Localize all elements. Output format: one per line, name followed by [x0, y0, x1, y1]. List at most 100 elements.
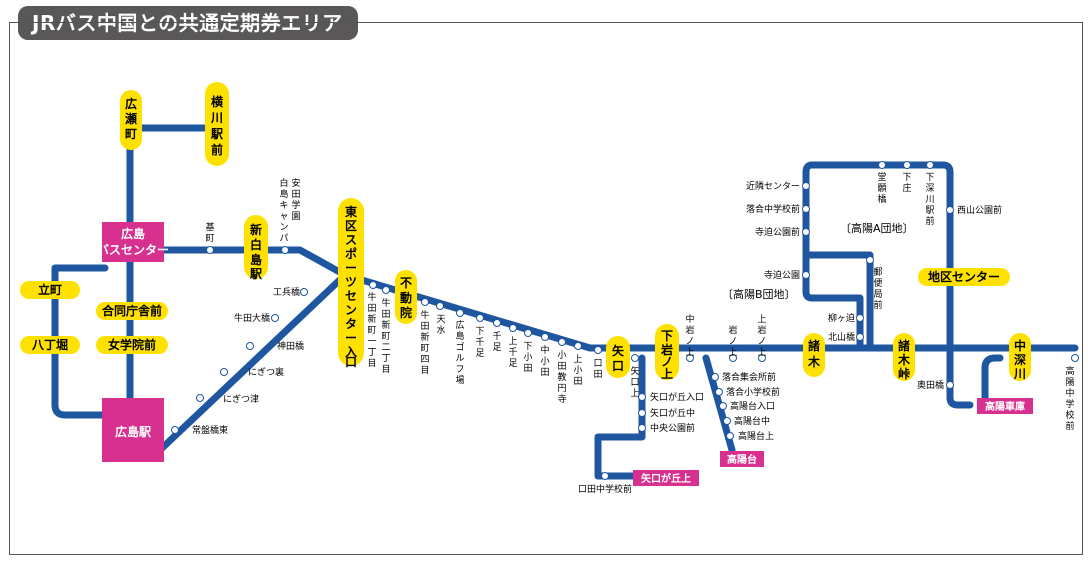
hub-label-station: 広島駅 — [115, 424, 152, 439]
route-line-tatemachi — [51, 264, 134, 419]
svg-text:上: 上 — [757, 314, 766, 325]
svg-text:タ: タ — [345, 317, 357, 331]
svg-text:小: 小 — [540, 356, 549, 367]
svg-text:にぎつ裏: にぎつ裏 — [248, 366, 284, 378]
svg-text:不: 不 — [400, 276, 412, 290]
route-line-depot — [946, 344, 974, 409]
svg-text:〔高陽B団地〕: 〔高陽B団地〕 — [722, 287, 796, 301]
svg-text:天: 天 — [436, 315, 445, 325]
svg-text:高: 高 — [1065, 365, 1074, 377]
svg-text:島: 島 — [455, 330, 464, 342]
svg-text:ノ: ノ — [728, 337, 737, 347]
svg-text:前: 前 — [1065, 420, 1074, 432]
svg-text:ン: ン — [279, 223, 288, 233]
hub-hiroshima-station — [102, 398, 164, 462]
svg-text:新: 新 — [420, 331, 429, 343]
svg-text:円: 円 — [557, 383, 566, 394]
route-line-danchi-inner — [802, 251, 874, 352]
svg-text:バスセンター: バスセンター — [97, 243, 169, 257]
hub-bus-center — [102, 222, 164, 262]
svg-text:中: 中 — [1014, 338, 1026, 353]
svg-text:陽: 陽 — [1065, 377, 1074, 388]
svg-text:ス: ス — [345, 233, 357, 247]
svg-text:牛田大橋: 牛田大橋 — [234, 312, 270, 324]
label-chiku-center: 地区センター — [928, 269, 1000, 284]
svg-text:キ: キ — [279, 201, 288, 211]
svg-text:千: 千 — [475, 337, 484, 348]
svg-text:深: 深 — [1014, 352, 1026, 367]
label-hatchobori: 八丁堀 — [31, 337, 68, 352]
svg-text:ポ: ポ — [345, 246, 357, 261]
svg-text:神田橋: 神田橋 — [277, 340, 304, 352]
svg-text:願: 願 — [877, 183, 886, 194]
map-frame — [9, 22, 1083, 555]
svg-text:町: 町 — [125, 127, 137, 141]
svg-text:橋: 橋 — [877, 193, 886, 205]
svg-text:駅: 駅 — [249, 267, 263, 281]
svg-text:高陽台: 高陽台 — [727, 453, 757, 466]
svg-text:園: 園 — [291, 211, 300, 222]
yellow-pills — [20, 82, 1031, 381]
svg-text:ャ: ャ — [279, 212, 288, 222]
svg-text:田: 田 — [367, 303, 376, 314]
svg-text:上: 上 — [728, 347, 737, 358]
svg-text:近隣センター: 近隣センター — [746, 180, 800, 192]
svg-text:高陽台入口: 高陽台入口 — [730, 400, 775, 412]
svg-text:岩: 岩 — [685, 324, 694, 336]
svg-text:上: 上 — [630, 388, 639, 399]
svg-text:田: 田 — [540, 367, 549, 378]
stop-labels-horizontal: 近隣センター 落合中学校前 寺迫公園前 寺迫公園 柳ヶ迫 北山橋 西山公園前 奥… — [192, 180, 1002, 495]
svg-text:奥田橋: 奥田橋 — [917, 379, 944, 391]
svg-text:峠: 峠 — [898, 366, 910, 381]
svg-text:川: 川 — [925, 195, 934, 205]
svg-text:上: 上 — [508, 336, 517, 347]
svg-text:田: 田 — [381, 309, 390, 320]
svg-text:局: 局 — [873, 289, 882, 300]
svg-text:中: 中 — [685, 313, 694, 325]
svg-text:学: 学 — [1065, 398, 1074, 410]
svg-text:白: 白 — [279, 177, 288, 189]
svg-text:上: 上 — [757, 347, 766, 358]
svg-text:田: 田 — [291, 189, 300, 200]
svg-text:木: 木 — [807, 354, 821, 369]
svg-text:庄: 庄 — [902, 182, 911, 194]
route-line-station-northeast — [156, 271, 349, 454]
svg-text:落合中学校前: 落合中学校前 — [746, 203, 800, 215]
svg-text:田: 田 — [420, 321, 429, 332]
svg-text:パ: パ — [279, 233, 288, 244]
svg-text:学: 学 — [291, 199, 300, 211]
svg-text:深: 深 — [925, 183, 934, 194]
map-title: JRバス中国との共通定期券エリア — [18, 6, 358, 40]
svg-text:下: 下 — [661, 329, 673, 343]
svg-text:牛: 牛 — [420, 309, 429, 321]
svg-text:柳ヶ迫: 柳ヶ迫 — [828, 312, 855, 324]
svg-text:田: 田 — [593, 369, 602, 380]
svg-text:牛: 牛 — [367, 291, 376, 303]
svg-text:足: 足 — [475, 348, 484, 359]
svg-text:一: 一 — [367, 337, 376, 347]
magenta-labels: 矢口が丘上 高陽台 高陽車庫 — [641, 400, 1025, 485]
svg-text:上: 上 — [685, 347, 694, 358]
svg-text:目: 目 — [420, 365, 429, 376]
svg-text:中央公園前: 中央公園前 — [650, 422, 695, 434]
svg-text:ゴ: ゴ — [455, 341, 464, 353]
svg-text:木: 木 — [897, 352, 911, 367]
svg-text:場: 場 — [455, 374, 464, 386]
svg-text:ノ: ノ — [685, 337, 694, 347]
svg-text:落合集会所前: 落合集会所前 — [722, 371, 776, 383]
svg-text:寺迫公園前: 寺迫公園前 — [755, 226, 800, 238]
svg-text:島: 島 — [279, 188, 288, 200]
svg-text:入: 入 — [345, 345, 357, 359]
svg-text:前: 前 — [925, 215, 934, 227]
svg-text:口: 口 — [612, 359, 624, 373]
svg-text:島: 島 — [250, 252, 262, 267]
svg-text:中: 中 — [1065, 387, 1074, 399]
label-godochosha: 合同庁舎前 — [102, 303, 162, 318]
svg-text:田: 田 — [557, 361, 566, 372]
svg-text:セ: セ — [345, 289, 357, 303]
hub-labels: 広島 バスセンター 広島駅 — [97, 226, 169, 439]
svg-text:町: 町 — [205, 234, 214, 244]
svg-text:岩: 岩 — [757, 324, 766, 336]
svg-text:高陽台中: 高陽台中 — [734, 415, 770, 427]
